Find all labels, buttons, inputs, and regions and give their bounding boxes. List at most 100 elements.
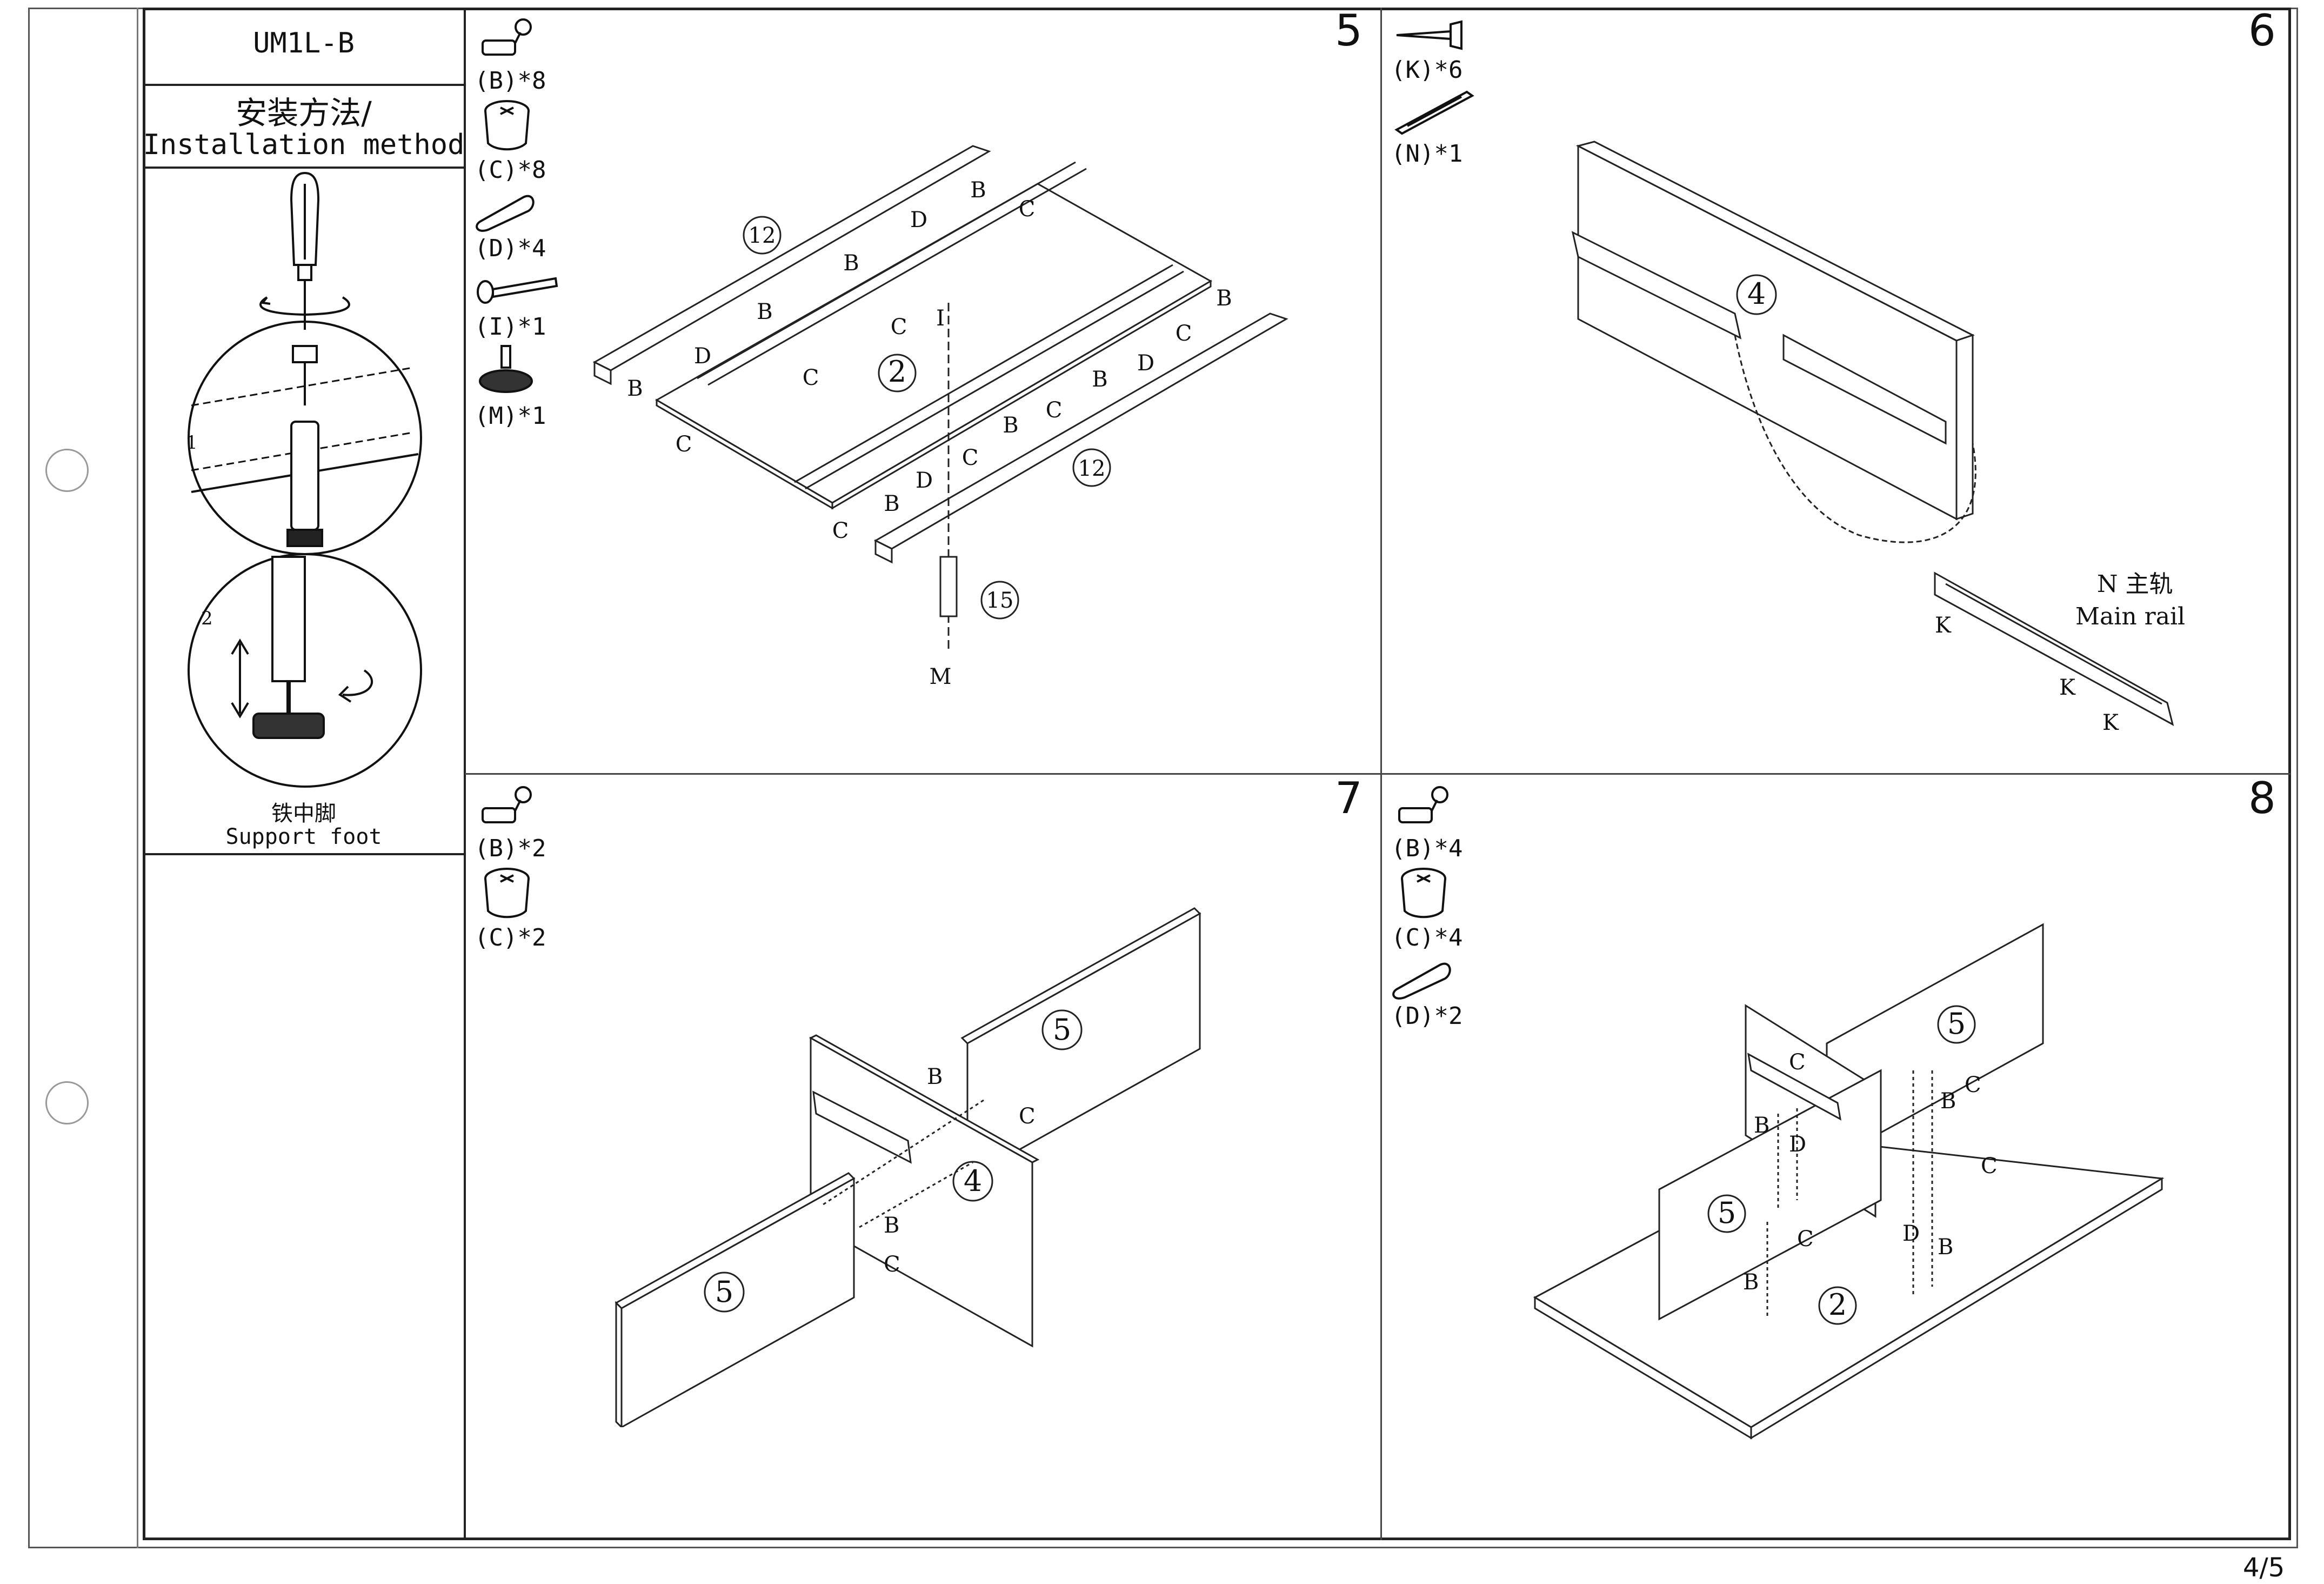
hardware-label: C bbox=[1789, 1050, 1806, 1075]
hardware-label: B bbox=[1003, 413, 1018, 438]
parts-list: (K)*6 (N)*1 bbox=[1391, 16, 1478, 168]
part-qty: (B)*8 bbox=[475, 67, 546, 95]
hardware-label: K bbox=[2102, 710, 2119, 735]
hardware-label: B bbox=[843, 251, 859, 276]
part-callout-5: 5 bbox=[1718, 1196, 1736, 1230]
leveling-foot-icon bbox=[479, 345, 533, 393]
cam-lock-icon bbox=[484, 868, 530, 919]
part-qty: (C)*4 bbox=[1391, 924, 1463, 951]
hardware-label: C bbox=[803, 365, 819, 390]
hardware-label: C bbox=[1981, 1154, 1998, 1179]
step-number: 8 bbox=[2248, 773, 2276, 823]
binder-hole bbox=[45, 449, 89, 492]
screwdriver-icon bbox=[259, 171, 350, 330]
part-qty: (N)*1 bbox=[1391, 140, 1463, 168]
sidebar-rule bbox=[143, 853, 465, 855]
page-number: 4/5 bbox=[2243, 1553, 2285, 1583]
model-code: UM1L-B bbox=[253, 27, 355, 59]
hardware-label: D bbox=[910, 208, 927, 232]
machine-screw-icon bbox=[477, 277, 558, 304]
leg-post bbox=[939, 556, 958, 617]
hardware-label: B bbox=[1938, 1235, 1953, 1260]
part-qty: (C)*2 bbox=[475, 924, 546, 951]
part-callout-5: 5 bbox=[715, 1275, 733, 1309]
hardware-label: B bbox=[1216, 286, 1232, 311]
adjustable-foot bbox=[252, 556, 325, 739]
detail-number: 1 bbox=[186, 432, 198, 454]
part-qty: (K)*6 bbox=[1391, 56, 1463, 84]
parts-list: (B)*2 (C)*2 bbox=[475, 778, 561, 951]
main-rail-label-cn: N 主轨 bbox=[2097, 570, 2173, 598]
part-callout-2: 2 bbox=[1828, 1288, 1847, 1322]
part-qty: (B)*2 bbox=[475, 835, 546, 862]
part-callout-4: 4 bbox=[964, 1164, 982, 1198]
hardware-label: B bbox=[970, 178, 986, 203]
parts-list: (B)*8 (C)*8 (D)*4 (I)*1 (M)*1 bbox=[475, 11, 561, 430]
hardware-label: B bbox=[1754, 1113, 1769, 1138]
part-callout-12: 12 bbox=[749, 223, 776, 248]
hardware-label: B bbox=[884, 1213, 899, 1238]
part-qty: (B)*4 bbox=[1391, 835, 1463, 862]
support-foot-cn: 铁中脚 bbox=[271, 801, 336, 826]
hardware-label: B bbox=[1940, 1089, 1956, 1114]
part-callout-5: 5 bbox=[1053, 1013, 1071, 1047]
main-rail-label-en: Main rail bbox=[2075, 603, 2185, 630]
hardware-label: D bbox=[1137, 351, 1154, 376]
part-callout-2: 2 bbox=[888, 355, 906, 389]
step-5-diagram: 12 2 12 15 B B B B B B B B D D D D C C C… bbox=[592, 145, 1288, 689]
drawer-rail-icon bbox=[1394, 90, 1474, 135]
cam-lock-icon bbox=[1401, 868, 1446, 919]
hardware-label: B bbox=[927, 1064, 943, 1089]
part-callout-4: 4 bbox=[1747, 277, 1766, 311]
hardware-label: M bbox=[930, 664, 952, 689]
hardware-label: B bbox=[627, 376, 643, 401]
hardware-label: C bbox=[1019, 197, 1036, 222]
hardware-label: B bbox=[1743, 1270, 1759, 1295]
part-qty: (D)*4 bbox=[475, 235, 546, 262]
hardware-label: D bbox=[1789, 1132, 1806, 1157]
detail-number: 2 bbox=[201, 608, 213, 629]
cam-bolt-icon bbox=[482, 18, 532, 56]
row-divider bbox=[465, 773, 2290, 775]
part-callout-12: 12 bbox=[1078, 456, 1106, 481]
step-number: 6 bbox=[2248, 5, 2276, 56]
part-qty: (D)*2 bbox=[1391, 1002, 1463, 1030]
header-rule bbox=[143, 84, 465, 86]
part-qty: (C)*8 bbox=[475, 156, 546, 184]
method-title-cn: 安装方法/ bbox=[236, 95, 372, 131]
leg-tube bbox=[286, 345, 323, 547]
hardware-label: C bbox=[1046, 398, 1063, 423]
hardware-label: C bbox=[676, 432, 692, 457]
hardware-label: C bbox=[1176, 321, 1192, 346]
header-rule bbox=[143, 167, 465, 169]
hardware-label: C bbox=[1019, 1104, 1036, 1129]
adjust-arrows-icon bbox=[231, 638, 373, 718]
cam-bolt-icon bbox=[1398, 786, 1448, 823]
hardware-label: B bbox=[884, 491, 899, 516]
detail-circle bbox=[188, 553, 422, 788]
part-qty: (M)*1 bbox=[475, 402, 546, 430]
hardware-label: C bbox=[962, 445, 979, 470]
hardware-label: D bbox=[916, 468, 933, 493]
part-qty: (I)*1 bbox=[475, 313, 546, 341]
hardware-label: K bbox=[1935, 613, 1952, 638]
binding-line bbox=[137, 8, 138, 1548]
hardware-label: C bbox=[1965, 1073, 1981, 1097]
part-callout-15: 15 bbox=[986, 588, 1014, 613]
wood-dowel-icon bbox=[1392, 962, 1451, 1000]
hardware-label: K bbox=[2059, 675, 2076, 700]
hardware-label: D bbox=[1902, 1221, 1920, 1246]
hardware-label: C bbox=[1797, 1227, 1814, 1252]
hardware-label: B bbox=[757, 300, 772, 324]
support-foot-illustration: 1 2 bbox=[186, 171, 422, 788]
wood-screw-icon bbox=[1396, 20, 1462, 50]
step-number: 7 bbox=[1335, 773, 1363, 823]
parts-list: (B)*4 (C)*4 (D)*2 bbox=[1391, 778, 1478, 1030]
hardware-label: I bbox=[936, 306, 945, 331]
step-6-diagram: 4 K K K N 主轨 Main rail bbox=[1571, 141, 2185, 735]
step-8-diagram: 5 5 2 C C B B D C C D B B bbox=[1533, 923, 2165, 1440]
hardware-label: D bbox=[694, 344, 711, 369]
step-7-diagram: 5 4 5 B C B C bbox=[615, 907, 1201, 1427]
cam-lock-icon bbox=[484, 100, 530, 151]
binder-hole bbox=[45, 1081, 89, 1124]
